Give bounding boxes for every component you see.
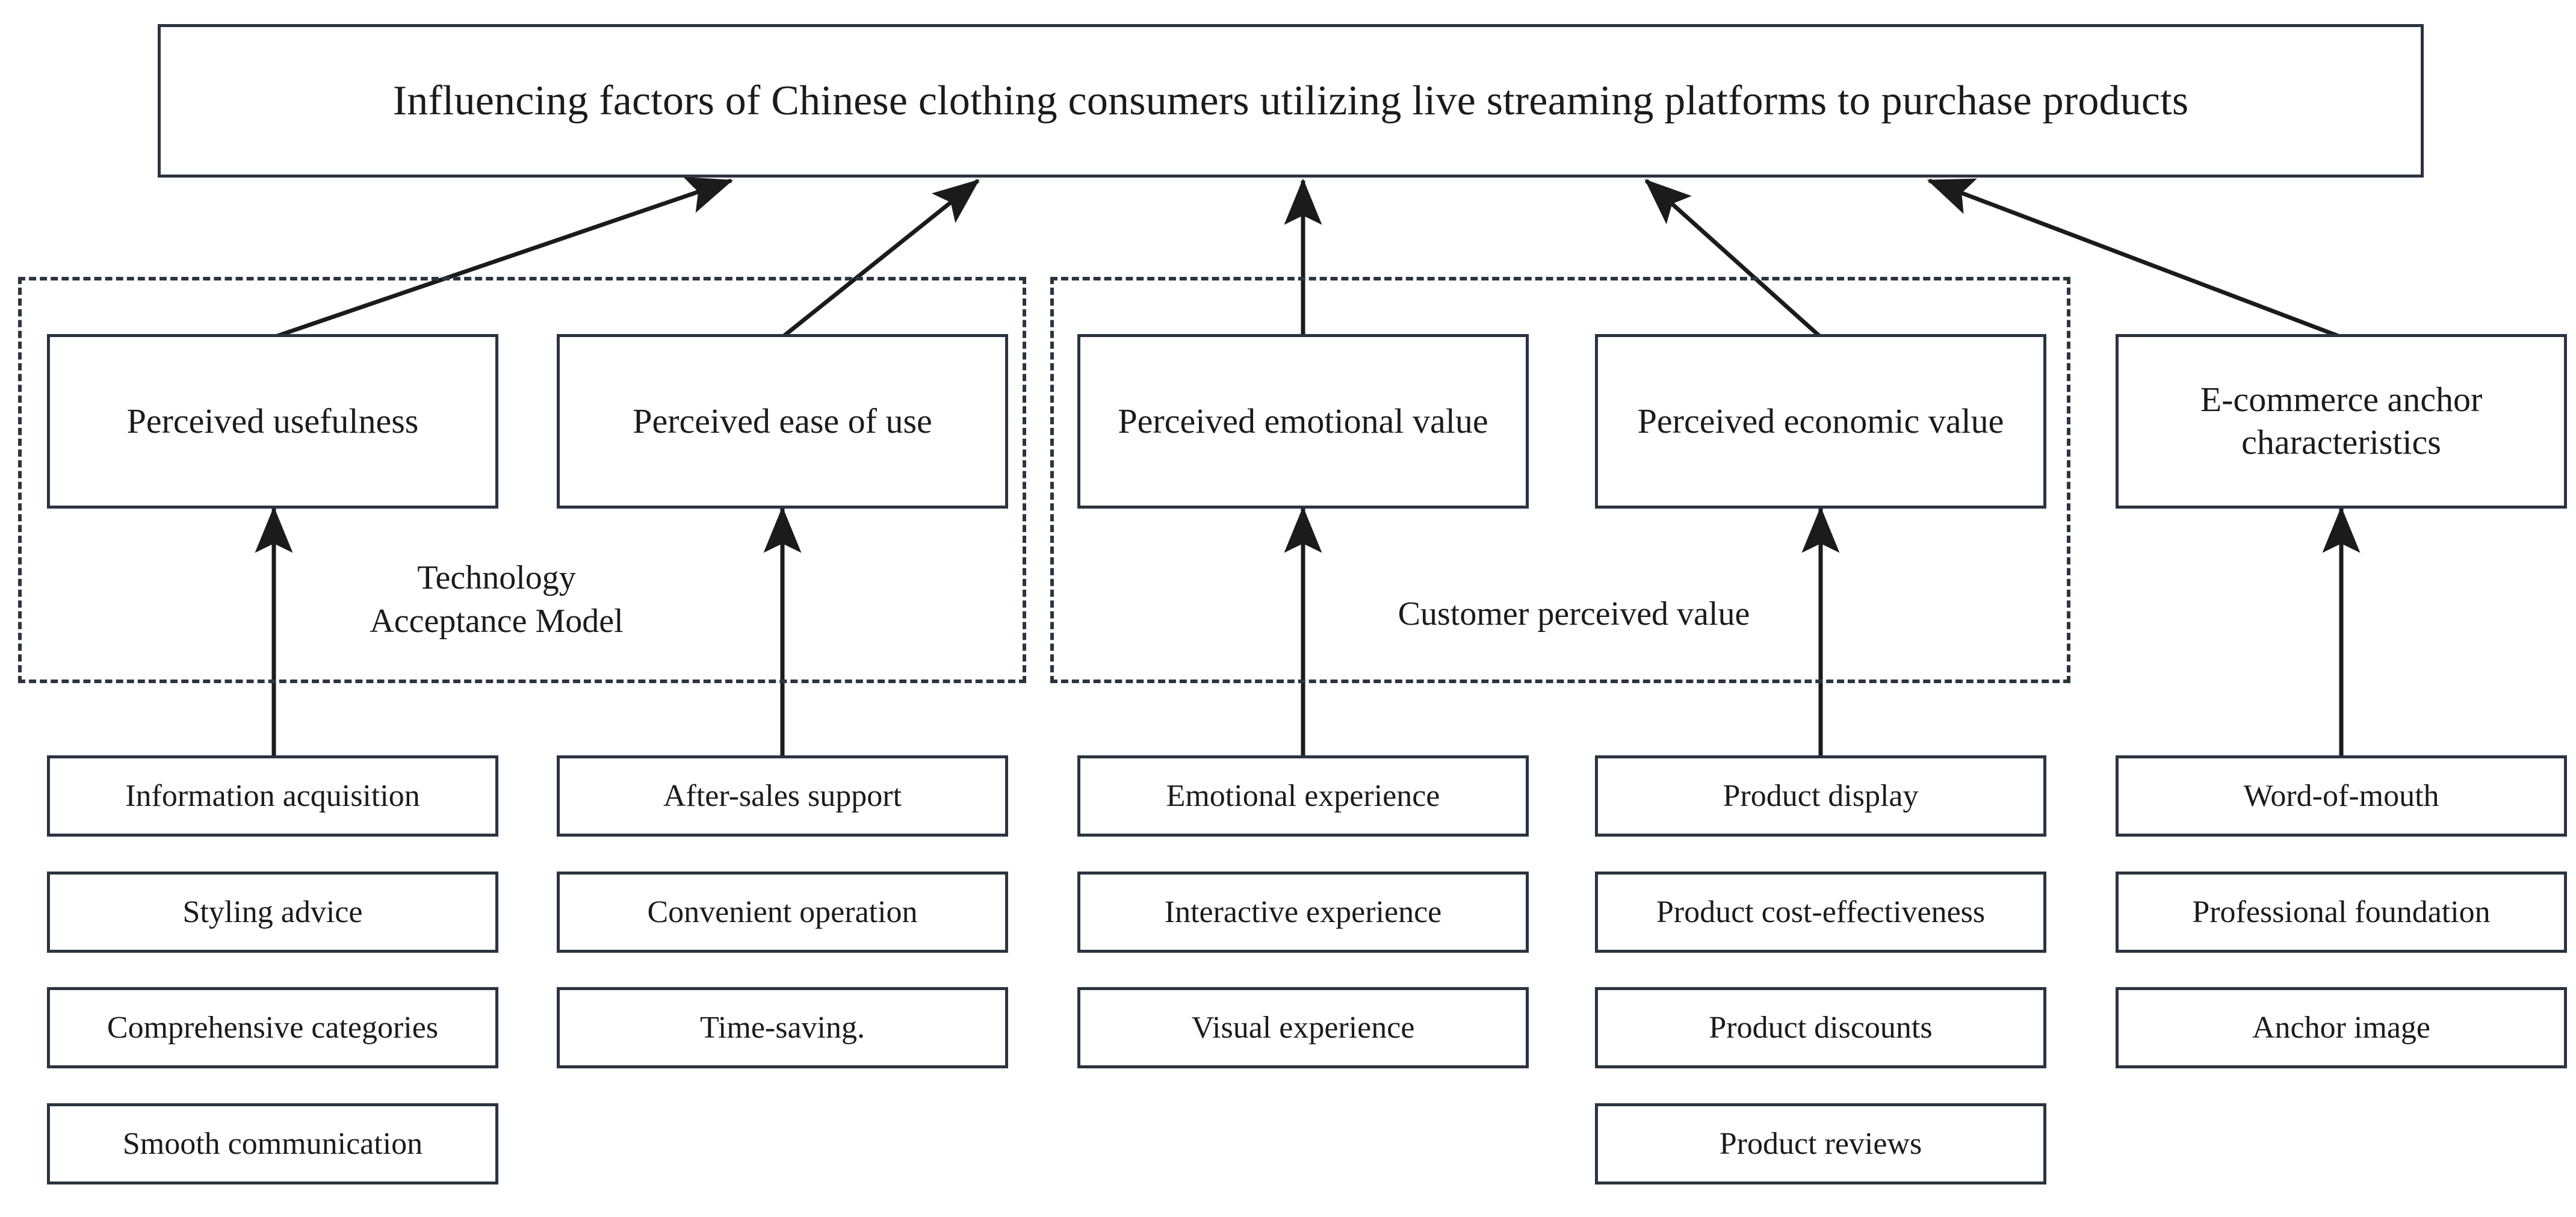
leaf-box-comprehensive-categories: Comprehensive categories bbox=[47, 987, 498, 1068]
leaf-box-styling-advice: Styling advice bbox=[47, 872, 498, 953]
leaf-box-product-cost-effectiveness: Product cost-effectiveness bbox=[1595, 872, 2046, 953]
leaf-box-convenient-operation: Convenient operation bbox=[557, 872, 1008, 953]
construct-box-perceived-ease-of-use: Perceived ease of use bbox=[557, 334, 1008, 509]
leaf-box-product-reviews: Product reviews bbox=[1595, 1103, 2046, 1184]
leaf-box-visual-experience: Visual experience bbox=[1077, 987, 1529, 1068]
leaf-box-professional-foundation: Professional foundation bbox=[2116, 872, 2567, 953]
leaf-box-anchor-image: Anchor image bbox=[2116, 987, 2567, 1068]
root-title-box: Influencing factors of Chinese clothing … bbox=[158, 24, 2424, 178]
construct-box-e-commerce-anchor-characteristics: E-commerce anchor characteristics bbox=[2116, 334, 2567, 509]
leaf-box-after-sales-support: After-sales support bbox=[557, 755, 1008, 837]
leaf-box-emotional-experience: Emotional experience bbox=[1077, 755, 1529, 837]
construct-box-perceived-emotional-value: Perceived emotional value bbox=[1077, 334, 1529, 509]
leaf-box-product-discounts: Product discounts bbox=[1595, 987, 2046, 1068]
leaf-box-product-display: Product display bbox=[1595, 755, 2046, 837]
construct-box-perceived-economic-value: Perceived economic value bbox=[1595, 334, 2046, 509]
group-box-customer-perceived-value bbox=[1050, 277, 2070, 683]
leaf-box-interactive-experience: Interactive experience bbox=[1077, 872, 1529, 953]
construct-box-perceived-usefulness: Perceived usefulness bbox=[47, 334, 498, 509]
leaf-box-smooth-communication: Smooth communication bbox=[47, 1103, 498, 1184]
leaf-box-time-saving: Time-saving. bbox=[557, 987, 1008, 1068]
group-label-customer-perceived-value: Customer perceived value bbox=[1398, 595, 1750, 633]
group-label-technology-acceptance-model: Technology Acceptance Model bbox=[370, 559, 624, 640]
leaf-box-word-of-mouth: Word-of-mouth bbox=[2116, 755, 2567, 837]
leaf-box-information-acquisition: Information acquisition bbox=[47, 755, 498, 837]
group-box-technology-acceptance-model bbox=[18, 277, 1026, 683]
